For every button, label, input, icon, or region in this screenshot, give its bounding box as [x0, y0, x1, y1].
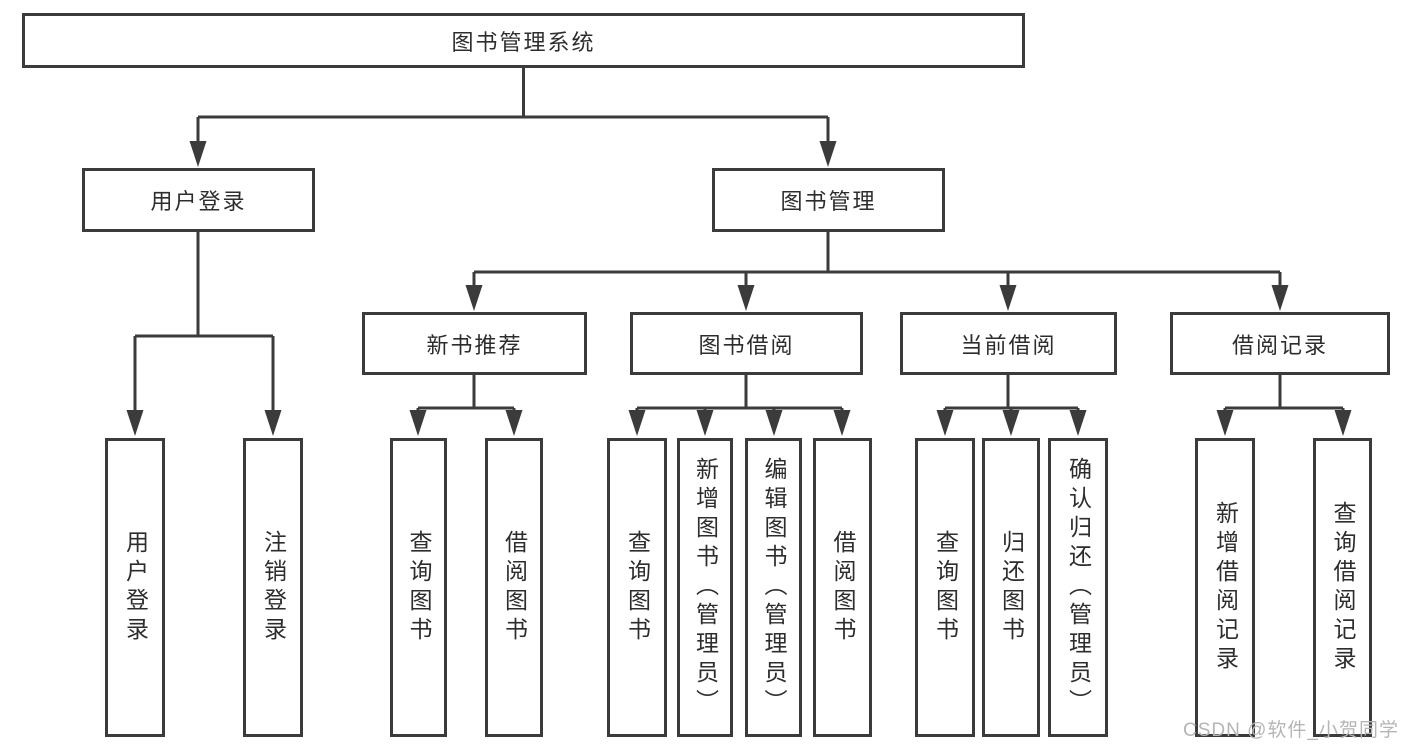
node-label: 编辑图书（管理员）	[761, 457, 787, 718]
leaf-add-borrow-record: 新增借阅记录	[1195, 438, 1255, 737]
node-label: 图书管理	[780, 189, 877, 214]
node-root-system: 图书管理系统	[22, 13, 1025, 68]
leaf-logout: 注销登录	[243, 438, 303, 737]
arrow-down-icon	[936, 410, 954, 436]
arrow-down-icon	[409, 410, 427, 436]
arrow-down-icon	[999, 285, 1017, 311]
node-label: 查询图书	[932, 529, 959, 646]
node-label: 新书推荐	[426, 332, 523, 358]
arrow-down-icon	[1069, 410, 1087, 436]
node-label: 图书借阅	[698, 332, 795, 358]
arrow-down-icon	[1002, 410, 1020, 436]
arrow-down-icon	[819, 141, 837, 167]
arrow-down-icon	[1334, 410, 1352, 436]
node-current-borrowing: 当前借阅	[900, 312, 1117, 375]
node-label: 当前借阅	[960, 332, 1057, 358]
arrow-down-icon	[264, 410, 282, 436]
arrow-down-icon	[765, 410, 783, 436]
node-new-book-recommend: 新书推荐	[362, 312, 587, 375]
node-book-management: 图书管理	[712, 168, 945, 232]
leaf-return-books: 归还图书	[982, 438, 1040, 737]
node-label: 用户登录	[150, 189, 247, 214]
leaf-confirm-return-admin: 确认归还（管理员）	[1048, 438, 1108, 737]
arrow-down-icon	[1271, 285, 1289, 311]
node-user-login: 用户登录	[82, 168, 315, 232]
node-label: 查询图书	[624, 529, 651, 646]
leaf-add-books-admin: 新增图书（管理员）	[677, 438, 733, 737]
node-label: 图书管理系统	[451, 29, 596, 55]
node-label: 用户登录	[122, 529, 149, 646]
node-label: 新增借阅记录	[1212, 500, 1239, 675]
node-label: 新增图书（管理员）	[692, 457, 719, 718]
leaf-borrow-books-2: 借阅图书	[813, 438, 872, 737]
node-label: 确认归还（管理员）	[1065, 457, 1092, 718]
leaf-user-login: 用户登录	[105, 438, 165, 737]
arrow-down-icon	[696, 410, 714, 436]
node-label: 归还图书	[998, 529, 1025, 646]
arrowheads	[126, 141, 1352, 436]
leaf-borrow-books-1: 借阅图书	[485, 438, 543, 737]
node-label: 查询借阅记录	[1330, 500, 1356, 675]
leaf-query-books-1: 查询图书	[390, 438, 447, 737]
csdn-watermark: CSDN @软件_小贺同学	[1183, 720, 1399, 741]
arrow-down-icon	[505, 410, 523, 436]
node-label: 查询图书	[406, 529, 432, 646]
arrow-down-icon	[737, 285, 755, 311]
arrow-down-icon	[126, 410, 144, 436]
arrow-down-icon	[833, 410, 851, 436]
leaf-edit-books-admin: 编辑图书（管理员）	[745, 438, 802, 737]
node-label: 注销登录	[260, 529, 287, 646]
arrow-down-icon	[465, 285, 483, 311]
arrow-down-icon	[1216, 410, 1234, 436]
node-book-borrowing: 图书借阅	[630, 312, 863, 375]
node-borrow-records: 借阅记录	[1170, 312, 1390, 375]
arrow-down-icon	[189, 141, 207, 167]
leaf-query-borrow-record: 查询借阅记录	[1313, 438, 1372, 737]
node-label: 借阅记录	[1231, 332, 1328, 358]
leaf-query-books-2: 查询图书	[607, 438, 667, 737]
node-label: 借阅图书	[830, 529, 856, 646]
node-label: 借阅图书	[501, 529, 528, 646]
arrow-down-icon	[628, 410, 646, 436]
leaf-query-books-3: 查询图书	[915, 438, 975, 737]
